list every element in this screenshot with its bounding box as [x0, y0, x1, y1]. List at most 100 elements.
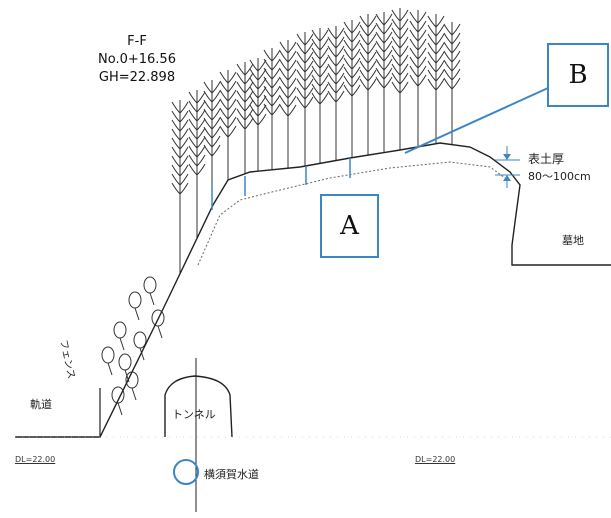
- tree-branch: [227, 125, 237, 138]
- tree-branch: [211, 99, 221, 112]
- tree-branch: [443, 59, 453, 72]
- tree-branch: [203, 135, 213, 148]
- tree-branch: [399, 27, 409, 40]
- tree-branch: [171, 182, 181, 195]
- tree-branch: [179, 164, 189, 177]
- tree-branch: [367, 24, 377, 37]
- tree-branch: [171, 110, 181, 123]
- tree-branch: [343, 66, 353, 79]
- tree-branch: [335, 81, 345, 94]
- tree-branch: [296, 96, 306, 109]
- tree-branch: [375, 22, 385, 35]
- tree-branch: [427, 42, 437, 55]
- shrub-leaf: [101, 346, 115, 364]
- tree-branch: [367, 51, 377, 64]
- tree-branch: [188, 154, 198, 167]
- tree-branch: [399, 72, 409, 85]
- tree-branch: [171, 101, 181, 114]
- tree-branch: [383, 58, 393, 71]
- tree-branch: [427, 51, 437, 64]
- tree-branch: [296, 78, 306, 91]
- tree-branch: [219, 125, 229, 138]
- tree: [263, 48, 281, 170]
- tree-branch: [409, 47, 419, 60]
- tree-branch: [359, 78, 369, 91]
- tree-branch: [319, 56, 329, 69]
- tree-branch: [391, 18, 401, 31]
- tree-branch: [244, 108, 254, 121]
- tree-branch: [271, 103, 281, 116]
- tree-branch: [236, 108, 246, 121]
- tree-branch: [417, 38, 427, 51]
- tree-branch: [227, 71, 237, 84]
- tree-branch: [359, 51, 369, 64]
- tree-branch: [367, 60, 377, 73]
- tree-branch: [451, 41, 461, 54]
- tree-branch: [287, 95, 297, 108]
- tree-branch: [211, 117, 221, 130]
- tree-branch: [427, 60, 437, 73]
- tree-branch: [443, 77, 453, 90]
- section-name: F-F: [127, 34, 147, 49]
- tree-branch: [279, 50, 289, 63]
- cemetery-label: 墓地: [562, 234, 584, 247]
- tree-branch: [244, 90, 254, 103]
- tree-branch: [249, 77, 259, 90]
- tree-branch: [351, 30, 361, 43]
- callout-a-box: A: [320, 194, 379, 258]
- callout-b-leader: [404, 87, 549, 154]
- tree: [427, 14, 445, 144]
- tree-branch: [279, 59, 289, 72]
- tree-branch: [417, 47, 427, 60]
- tree-branch: [351, 21, 361, 34]
- tree-branch: [296, 33, 306, 46]
- tree-branch: [311, 56, 321, 69]
- shrub-leaf: [143, 276, 157, 294]
- tree-branch: [249, 68, 259, 81]
- tree-branch: [196, 91, 206, 104]
- tree-branch: [311, 38, 321, 51]
- tree-branch: [263, 58, 273, 71]
- tree-branch: [417, 74, 427, 87]
- tree: [327, 26, 345, 161]
- tree-branch: [257, 104, 267, 117]
- tree-branch: [211, 135, 221, 148]
- tree-branch: [203, 126, 213, 139]
- topsoil-thickness-title: 表土厚: [528, 152, 565, 166]
- tree-branch: [375, 67, 385, 80]
- tree-branch: [236, 81, 246, 94]
- tree-branch: [327, 63, 337, 76]
- tree-branch: [343, 57, 353, 70]
- datum-right: DL=22.00: [415, 455, 456, 464]
- tree-branch: [296, 87, 306, 100]
- tree-branch: [391, 81, 401, 94]
- tree-branch: [188, 118, 198, 131]
- tree: [219, 70, 237, 180]
- tree-branch: [451, 50, 461, 63]
- tree-branch: [327, 27, 337, 40]
- tree-branch: [399, 9, 409, 22]
- tree-branch: [219, 89, 229, 102]
- tree-branch: [279, 95, 289, 108]
- tree-branch: [335, 36, 345, 49]
- shrub-leaf: [113, 321, 127, 339]
- tree-branch: [196, 100, 206, 113]
- shrub-leaf: [133, 331, 147, 349]
- tree-branch: [409, 56, 419, 69]
- tree-branch: [287, 68, 297, 81]
- shrub-stem: [107, 362, 113, 376]
- tree-branch: [249, 59, 259, 72]
- tree-branch: [343, 84, 353, 97]
- tree-branch: [179, 182, 189, 195]
- tree-branch: [227, 89, 237, 102]
- tree: [236, 62, 254, 174]
- tree-branch: [383, 22, 393, 35]
- tree-branch: [359, 42, 369, 55]
- dimension-arrowhead: [503, 175, 511, 181]
- tree-branch: [287, 41, 297, 54]
- tree-branch: [435, 24, 445, 37]
- tree-branch: [271, 49, 281, 62]
- tree: [409, 10, 427, 147]
- tree-branch: [263, 67, 273, 80]
- tree-branch: [343, 75, 353, 88]
